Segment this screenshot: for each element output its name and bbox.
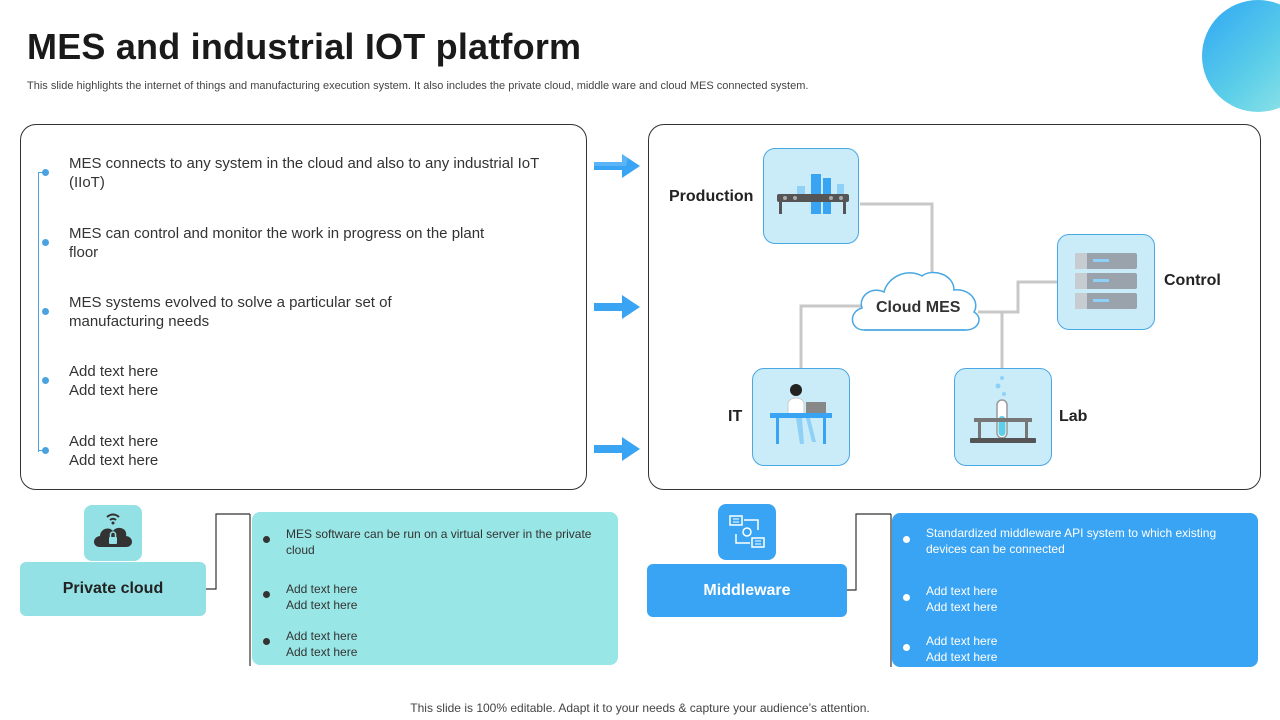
private-cloud-item: Add text here Add text here — [286, 582, 358, 612]
diagram-connectors — [799, 202, 1058, 370]
bullet-item: MES can control and monitor the work in … — [69, 225, 485, 261]
middleware-badge — [718, 504, 776, 560]
middleware-item: Add text here Add text here — [926, 634, 998, 664]
person-at-desk-icon — [770, 384, 832, 444]
test-tube-icon — [970, 376, 1036, 443]
right-arrow-icon — [594, 154, 640, 178]
footer-note: This slide is 100% editable. Adapt it to… — [410, 701, 870, 715]
bullet-item: Add text here Add text here — [69, 433, 159, 469]
private-cloud-item: MES software can be run on a virtual ser… — [286, 527, 592, 557]
bullets-panel — [20, 124, 587, 490]
bullet-dot — [263, 638, 270, 645]
bullet-item: MES connects to any system in the cloud … — [69, 155, 539, 191]
production-line-icon — [777, 174, 849, 214]
bullet-dot — [42, 308, 49, 315]
bullet-dot — [263, 591, 270, 598]
production-label: Production — [669, 188, 754, 205]
middleware-label: Middleware — [647, 564, 847, 617]
it-label: IT — [728, 408, 743, 425]
bullet-item: Add text here Add text here — [69, 363, 159, 399]
cloud-mes-label: Cloud MES — [876, 299, 961, 316]
cloud-shape — [851, 271, 980, 331]
bullet-dot — [903, 536, 910, 543]
bullet-dot — [263, 536, 270, 543]
bullet-dot — [42, 239, 49, 246]
bullet-dot — [903, 644, 910, 651]
page-subtitle: This slide highlights the internet of th… — [27, 80, 809, 92]
middleware-item: Standardized middleware API system to wh… — [926, 526, 1217, 556]
lab-label: Lab — [1059, 408, 1088, 425]
private-cloud-bracket — [206, 513, 251, 666]
page-title: MES and industrial IOT platform — [27, 26, 582, 67]
bullet-dot — [42, 169, 49, 176]
bullet-dot — [903, 594, 910, 601]
right-arrow-icon — [594, 437, 640, 461]
bullet-dot — [42, 447, 49, 454]
right-arrow-icon — [594, 295, 640, 319]
private-cloud-item: Add text here Add text here — [286, 629, 358, 659]
cloud-lock-icon — [94, 513, 132, 547]
data-exchange-icon — [729, 515, 765, 548]
middleware-item: Add text here Add text here — [926, 584, 998, 614]
private-cloud-badge — [84, 505, 142, 561]
middleware-content — [892, 513, 1258, 667]
control-label: Control — [1164, 272, 1221, 289]
private-cloud-content — [252, 512, 618, 665]
server-rack-icon — [1075, 253, 1137, 309]
bullet-item: MES systems evolved to solve a particula… — [69, 294, 392, 330]
middleware-bracket — [847, 513, 892, 667]
private-cloud-label: Private cloud — [20, 562, 206, 616]
bullet-dot — [42, 377, 49, 384]
decorative-circle — [1202, 0, 1280, 112]
